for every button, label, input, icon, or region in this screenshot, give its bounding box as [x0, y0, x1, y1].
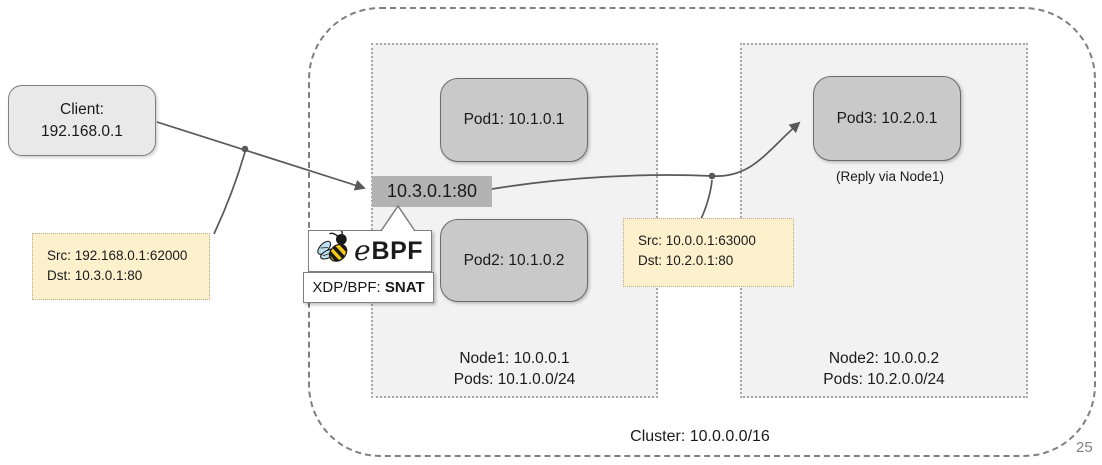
snat-prefix: XDP/BPF:: [312, 279, 385, 296]
node2-pods-cidr: Pods: 10.2.0.0/24: [823, 371, 945, 388]
client-label-line2: 192.168.0.1: [41, 122, 123, 140]
packet-note-snat-src: Src: 10.0.0.1:63000: [638, 233, 756, 248]
packet-note-snat: Src: 10.0.0.1:63000 Dst: 10.2.0.1:80: [623, 218, 794, 287]
cluster-label: Cluster: 10.0.0.0/16: [630, 428, 770, 445]
xdp-snat-label: XDP/BPF: SNAT: [303, 272, 434, 303]
packet-note-client-dst: Dst: 10.3.0.1:80: [47, 268, 143, 283]
page-number: 25: [1076, 439, 1093, 456]
snat-action: SNAT: [384, 279, 425, 296]
pod3-label: Pod3: 10.2.0.1: [836, 109, 938, 127]
node1-name: Node1: 10.0.0.1: [459, 350, 570, 367]
callout-tail-pointer: [380, 204, 416, 232]
client-label-line1: Client:: [60, 100, 104, 118]
junction-dot-1: [241, 145, 249, 153]
packet-note-snat-dst: Dst: 10.2.0.1:80: [638, 253, 734, 268]
pod2-label: Pod2: 10.1.0.2: [463, 251, 565, 269]
node1-label: Node1: 10.0.0.1 Pods: 10.1.0.0/24: [373, 348, 656, 390]
client-box: Client: 192.168.0.1: [8, 85, 156, 156]
ebpf-brand-e: e: [353, 234, 371, 267]
node2-label: Node2: 10.0.0.2 Pods: 10.2.0.0/24: [742, 348, 1026, 390]
ebpf-bee-icon: [317, 226, 353, 272]
packet-note-client: Src: 192.168.0.1:62000 Dst: 10.3.0.1:80: [32, 233, 210, 300]
pod3-reply-note: (Reply via Node1): [835, 169, 945, 184]
pod1-label: Pod1: 10.1.0.1: [463, 111, 565, 128]
leader-note1: [213, 151, 246, 235]
vip-address-box: 10.3.0.1:80: [372, 176, 492, 207]
packet-note-client-src: Src: 192.168.0.1:62000: [47, 248, 188, 263]
pod1-box: Pod1: 10.1.0.1: [440, 78, 588, 162]
node2-name: Node2: 10.0.0.2: [828, 350, 940, 367]
vip-label: 10.3.0.1:80: [386, 181, 478, 201]
node1-pods-cidr: Pods: 10.1.0.0/24: [453, 371, 576, 388]
pod3-box: Pod3: 10.2.0.1: [813, 76, 961, 161]
pod2-box: Pod2: 10.1.0.2: [440, 219, 588, 302]
ebpf-brand-rest: BPF: [371, 237, 424, 265]
